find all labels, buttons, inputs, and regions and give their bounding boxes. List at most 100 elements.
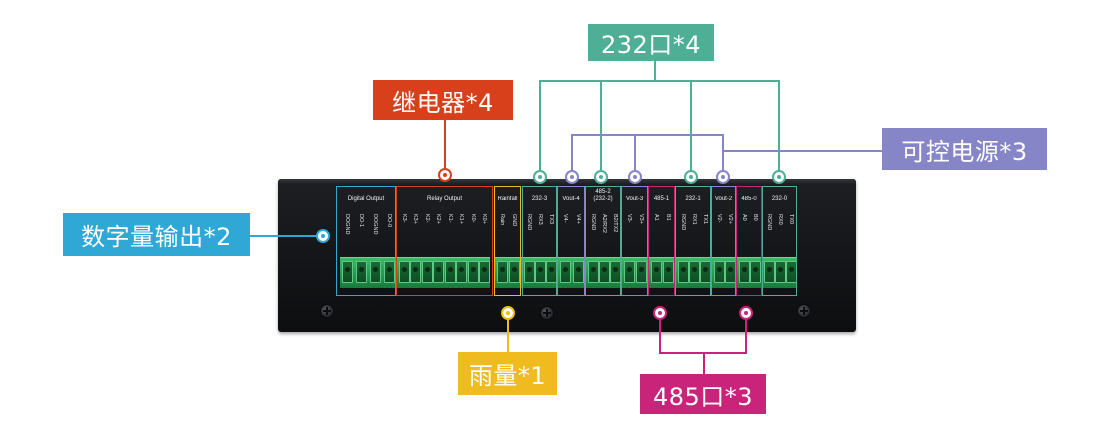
pin-label: A1	[653, 214, 659, 221]
terminal-pin	[410, 261, 422, 283]
terminal-screw-hole	[716, 267, 722, 272]
terminal-screw-hole	[702, 267, 708, 272]
leader-line	[703, 352, 705, 374]
terminal-screw-hole	[373, 267, 378, 272]
leader-line	[722, 134, 724, 172]
marker-dot	[628, 170, 642, 184]
pin-label: V2+	[726, 214, 733, 224]
pin-label: K3-	[400, 214, 407, 223]
terminal-screw-hole	[627, 267, 632, 272]
marker-dot	[772, 170, 786, 184]
pin-label: V3-	[626, 214, 632, 223]
terminal-screw-hole	[447, 267, 453, 272]
marker-dot	[684, 170, 698, 184]
group-title-vout-4: Vout-4	[562, 196, 580, 202]
leader-line	[634, 134, 636, 172]
terminal-pin	[370, 261, 381, 283]
terminal-screw-hole	[639, 267, 644, 272]
group-title-relay-output: Relay Output	[426, 196, 463, 202]
terminal-pin	[587, 261, 599, 283]
terminal-screw-hole	[527, 267, 533, 272]
terminal-screw-hole	[500, 267, 505, 272]
group-232-3	[522, 186, 557, 296]
marker-dot	[501, 306, 515, 320]
leader-line	[571, 134, 573, 172]
pin-label: TX0	[787, 214, 794, 225]
marker-dot	[716, 170, 730, 184]
pin-label: DOGND	[372, 214, 378, 235]
pin-label: B1	[665, 214, 671, 221]
marker-dot	[316, 229, 330, 243]
group-title-232-0: 232-0	[771, 196, 788, 202]
group-vout-2	[711, 186, 736, 296]
terminal-pin	[775, 261, 786, 283]
pin-label: RGND	[526, 214, 533, 231]
terminal-screw-hole	[548, 267, 554, 272]
pin-label: K1-	[446, 214, 453, 223]
group-digital-output	[336, 186, 396, 296]
terminal-pin	[572, 261, 584, 283]
group-vout-4	[557, 186, 585, 296]
screw-icon	[797, 304, 811, 318]
leader-line	[507, 318, 509, 352]
terminal-screw-hole	[753, 267, 759, 272]
terminal-screw-hole	[727, 267, 733, 272]
terminal-screw-hole	[424, 267, 430, 272]
group-title-vout-3: Vout-3	[625, 196, 644, 202]
terminal-pin	[663, 261, 674, 283]
terminal-screw-hole	[601, 267, 607, 272]
terminal-pin	[433, 261, 445, 283]
leader-line	[690, 80, 692, 172]
pin-label: RX3	[537, 214, 543, 225]
group-232-1	[675, 186, 711, 296]
terminal-screw-hole	[459, 267, 465, 272]
pin-label: K0+	[481, 214, 488, 224]
terminal-pin	[456, 261, 468, 283]
leader-line	[444, 120, 446, 172]
pin-label: V4-	[562, 214, 569, 223]
leader-line	[778, 80, 780, 172]
pin-label: V2-	[715, 214, 722, 223]
terminal-pin	[398, 261, 410, 283]
callout-485-ports: 485口*3	[640, 374, 766, 414]
terminal-pin	[677, 261, 689, 283]
terminal-pin	[342, 261, 353, 283]
leader-line	[571, 134, 724, 136]
terminal-pin	[688, 261, 700, 283]
marker-dot	[438, 168, 452, 182]
leader-line	[539, 80, 780, 82]
terminal-pin	[764, 261, 776, 283]
pin-label: TX1	[701, 214, 708, 225]
pin-label: RGND	[679, 214, 686, 231]
pin-label: A2/RX2	[600, 214, 607, 233]
terminal-screw-hole	[654, 267, 659, 272]
pin-label: B2/TX2	[611, 214, 618, 233]
pin-label: K1+	[458, 214, 465, 224]
terminal-screw-hole	[538, 267, 543, 272]
group-vout-3	[621, 186, 648, 296]
pin-label: A0	[740, 214, 747, 221]
pin-label: K0-	[469, 214, 476, 223]
group-title-485-0: 485-0	[741, 196, 757, 202]
terminal-pin	[560, 261, 572, 283]
terminal-pin	[713, 261, 725, 283]
leader-line	[539, 80, 541, 172]
marker-dot	[653, 306, 667, 320]
terminal-screw-hole	[563, 267, 569, 272]
callout-controlled-power: 可控电源*3	[882, 128, 1047, 170]
terminal-pin	[479, 261, 491, 283]
marker-dot	[594, 170, 608, 184]
terminal-pin	[651, 261, 662, 283]
screw-icon	[540, 306, 554, 320]
pin-label: RX0	[777, 214, 783, 225]
leader-line	[654, 60, 656, 81]
terminal-screw-hole	[767, 267, 773, 272]
pin-label: TX3	[547, 214, 554, 225]
callout-relay: 继电器*4	[373, 80, 513, 120]
terminal-pin	[535, 261, 546, 283]
terminal-pin	[509, 261, 520, 283]
group-485-2	[585, 186, 621, 296]
group-title-232-1: 232-1	[685, 196, 701, 202]
terminal-screw-hole	[482, 267, 488, 272]
